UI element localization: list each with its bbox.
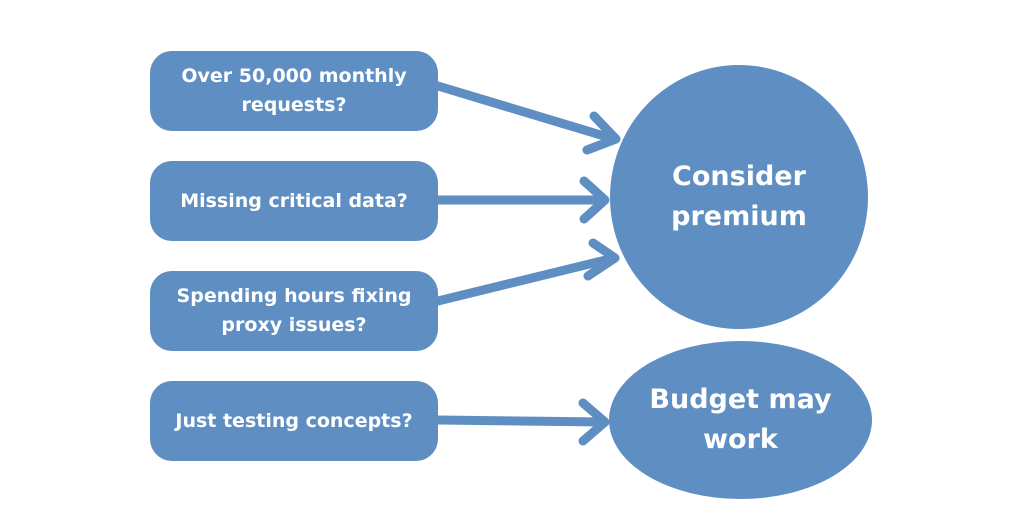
arrow-proxy-to-premium	[433, 238, 620, 306]
arrow-data-to-premium	[433, 176, 610, 224]
question-line: Missing critical data?	[180, 189, 408, 212]
question-line: Just testing concepts?	[175, 409, 413, 432]
question-monthly-requests: Over 50,000 monthly requests?	[150, 51, 438, 131]
arrow-requests-to-premium	[433, 81, 621, 155]
outcome-text: Budget may work	[649, 380, 831, 460]
outcome-line: work	[703, 424, 778, 455]
question-line: Over 50,000 monthly	[181, 65, 407, 87]
question-proxy-issues: Spending hours fixing proxy issues?	[150, 271, 438, 351]
question-line: proxy issues?	[221, 314, 367, 336]
outcome-line: Consider	[672, 161, 806, 192]
question-testing-concepts: Just testing concepts?	[150, 381, 438, 461]
question-line: Spending hours fixing	[176, 285, 412, 307]
question-text: Over 50,000 monthly requests?	[181, 62, 406, 120]
question-text: Missing critical data?	[180, 187, 408, 216]
arrow-testing-to-budget	[433, 398, 610, 446]
outcome-line: Budget may	[649, 384, 832, 415]
outcome-text: Consider premium	[671, 157, 807, 237]
outcome-consider-premium: Consider premium	[610, 65, 868, 329]
question-text: Spending hours fixing proxy issues?	[177, 282, 412, 340]
question-line: requests?	[241, 94, 347, 116]
outcome-budget-may-work: Budget may work	[609, 341, 872, 499]
question-text: Just testing concepts?	[175, 407, 412, 436]
outcome-line: premium	[671, 201, 807, 232]
question-missing-data: Missing critical data?	[150, 161, 438, 241]
